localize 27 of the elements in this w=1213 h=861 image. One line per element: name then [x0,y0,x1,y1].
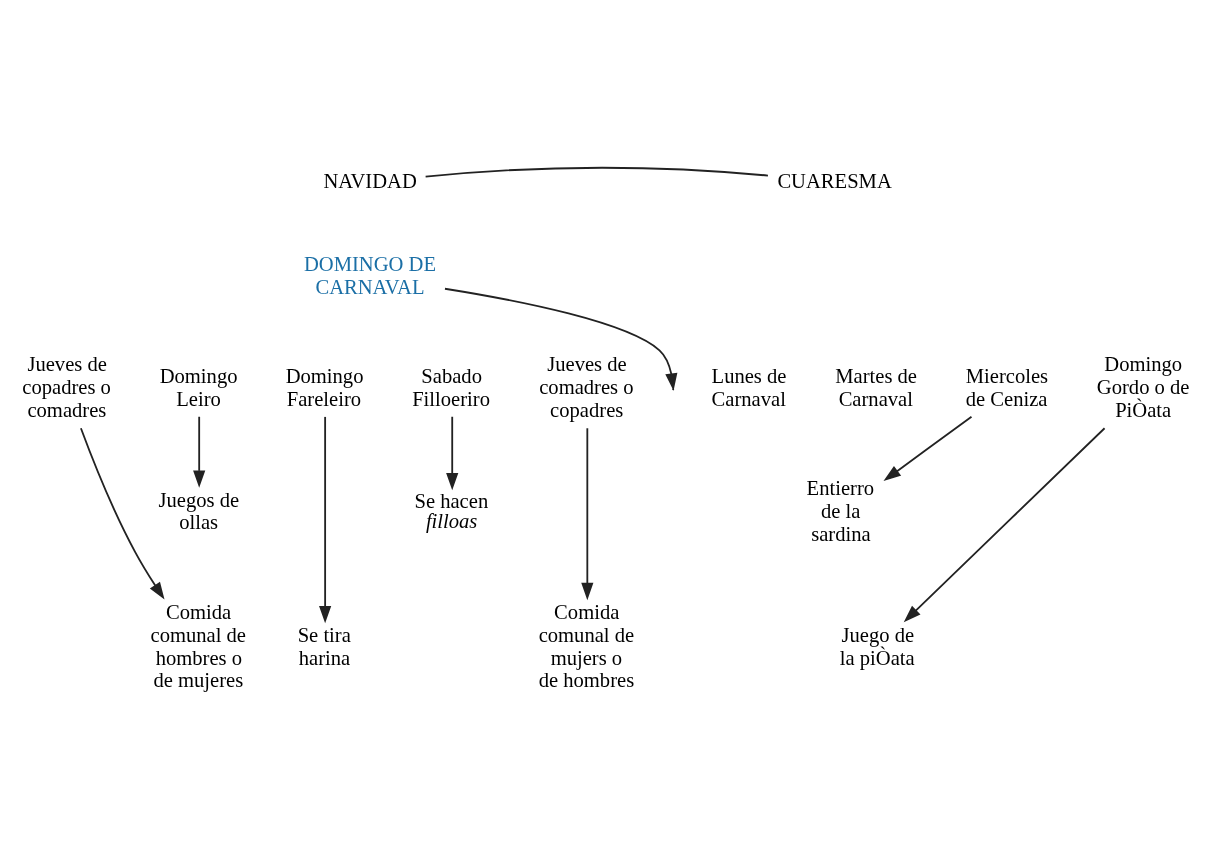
node-text: Miercoles de Ceniza [965,364,1049,410]
node-text: Entierro de la sardina [806,477,875,545]
node-text: Domingo Leiro [159,364,238,410]
node-text: Se tira harina [297,623,351,669]
node-text: Juego de la piÒata [839,623,915,669]
connector [424,166,769,178]
node-text: Jueves de comadres o copadres [539,353,634,422]
arrow [446,415,459,491]
node-text: CUARESMA [777,170,892,193]
arrow [581,427,594,601]
arrow [903,427,1106,623]
arrow [193,415,206,488]
node-text: Se hacen filloas [414,489,489,533]
node-text: Martes de Carnaval [835,364,917,410]
node-text: Lunes de Carnaval [711,364,787,410]
node-text: Comida comunal de mujers o de hombres [538,600,635,692]
node-text: Sabado Filloeriro [412,364,490,410]
node-text: NAVIDAD [323,170,417,193]
arrow [319,416,332,624]
node-text: Jueves de copadres o comadres [22,353,111,422]
arrow [80,427,165,600]
node-text: DOMINGO DE CARNAVAL [303,252,437,298]
node-text: Comida comunal de hombres o de mujeres [150,600,247,692]
node-text: Juegos de ollas [158,488,240,534]
node-text: Domingo Fareleiro [285,364,364,410]
node-text: Domingo Gordo o de PiÒata [1096,353,1190,422]
arrow [883,415,973,482]
